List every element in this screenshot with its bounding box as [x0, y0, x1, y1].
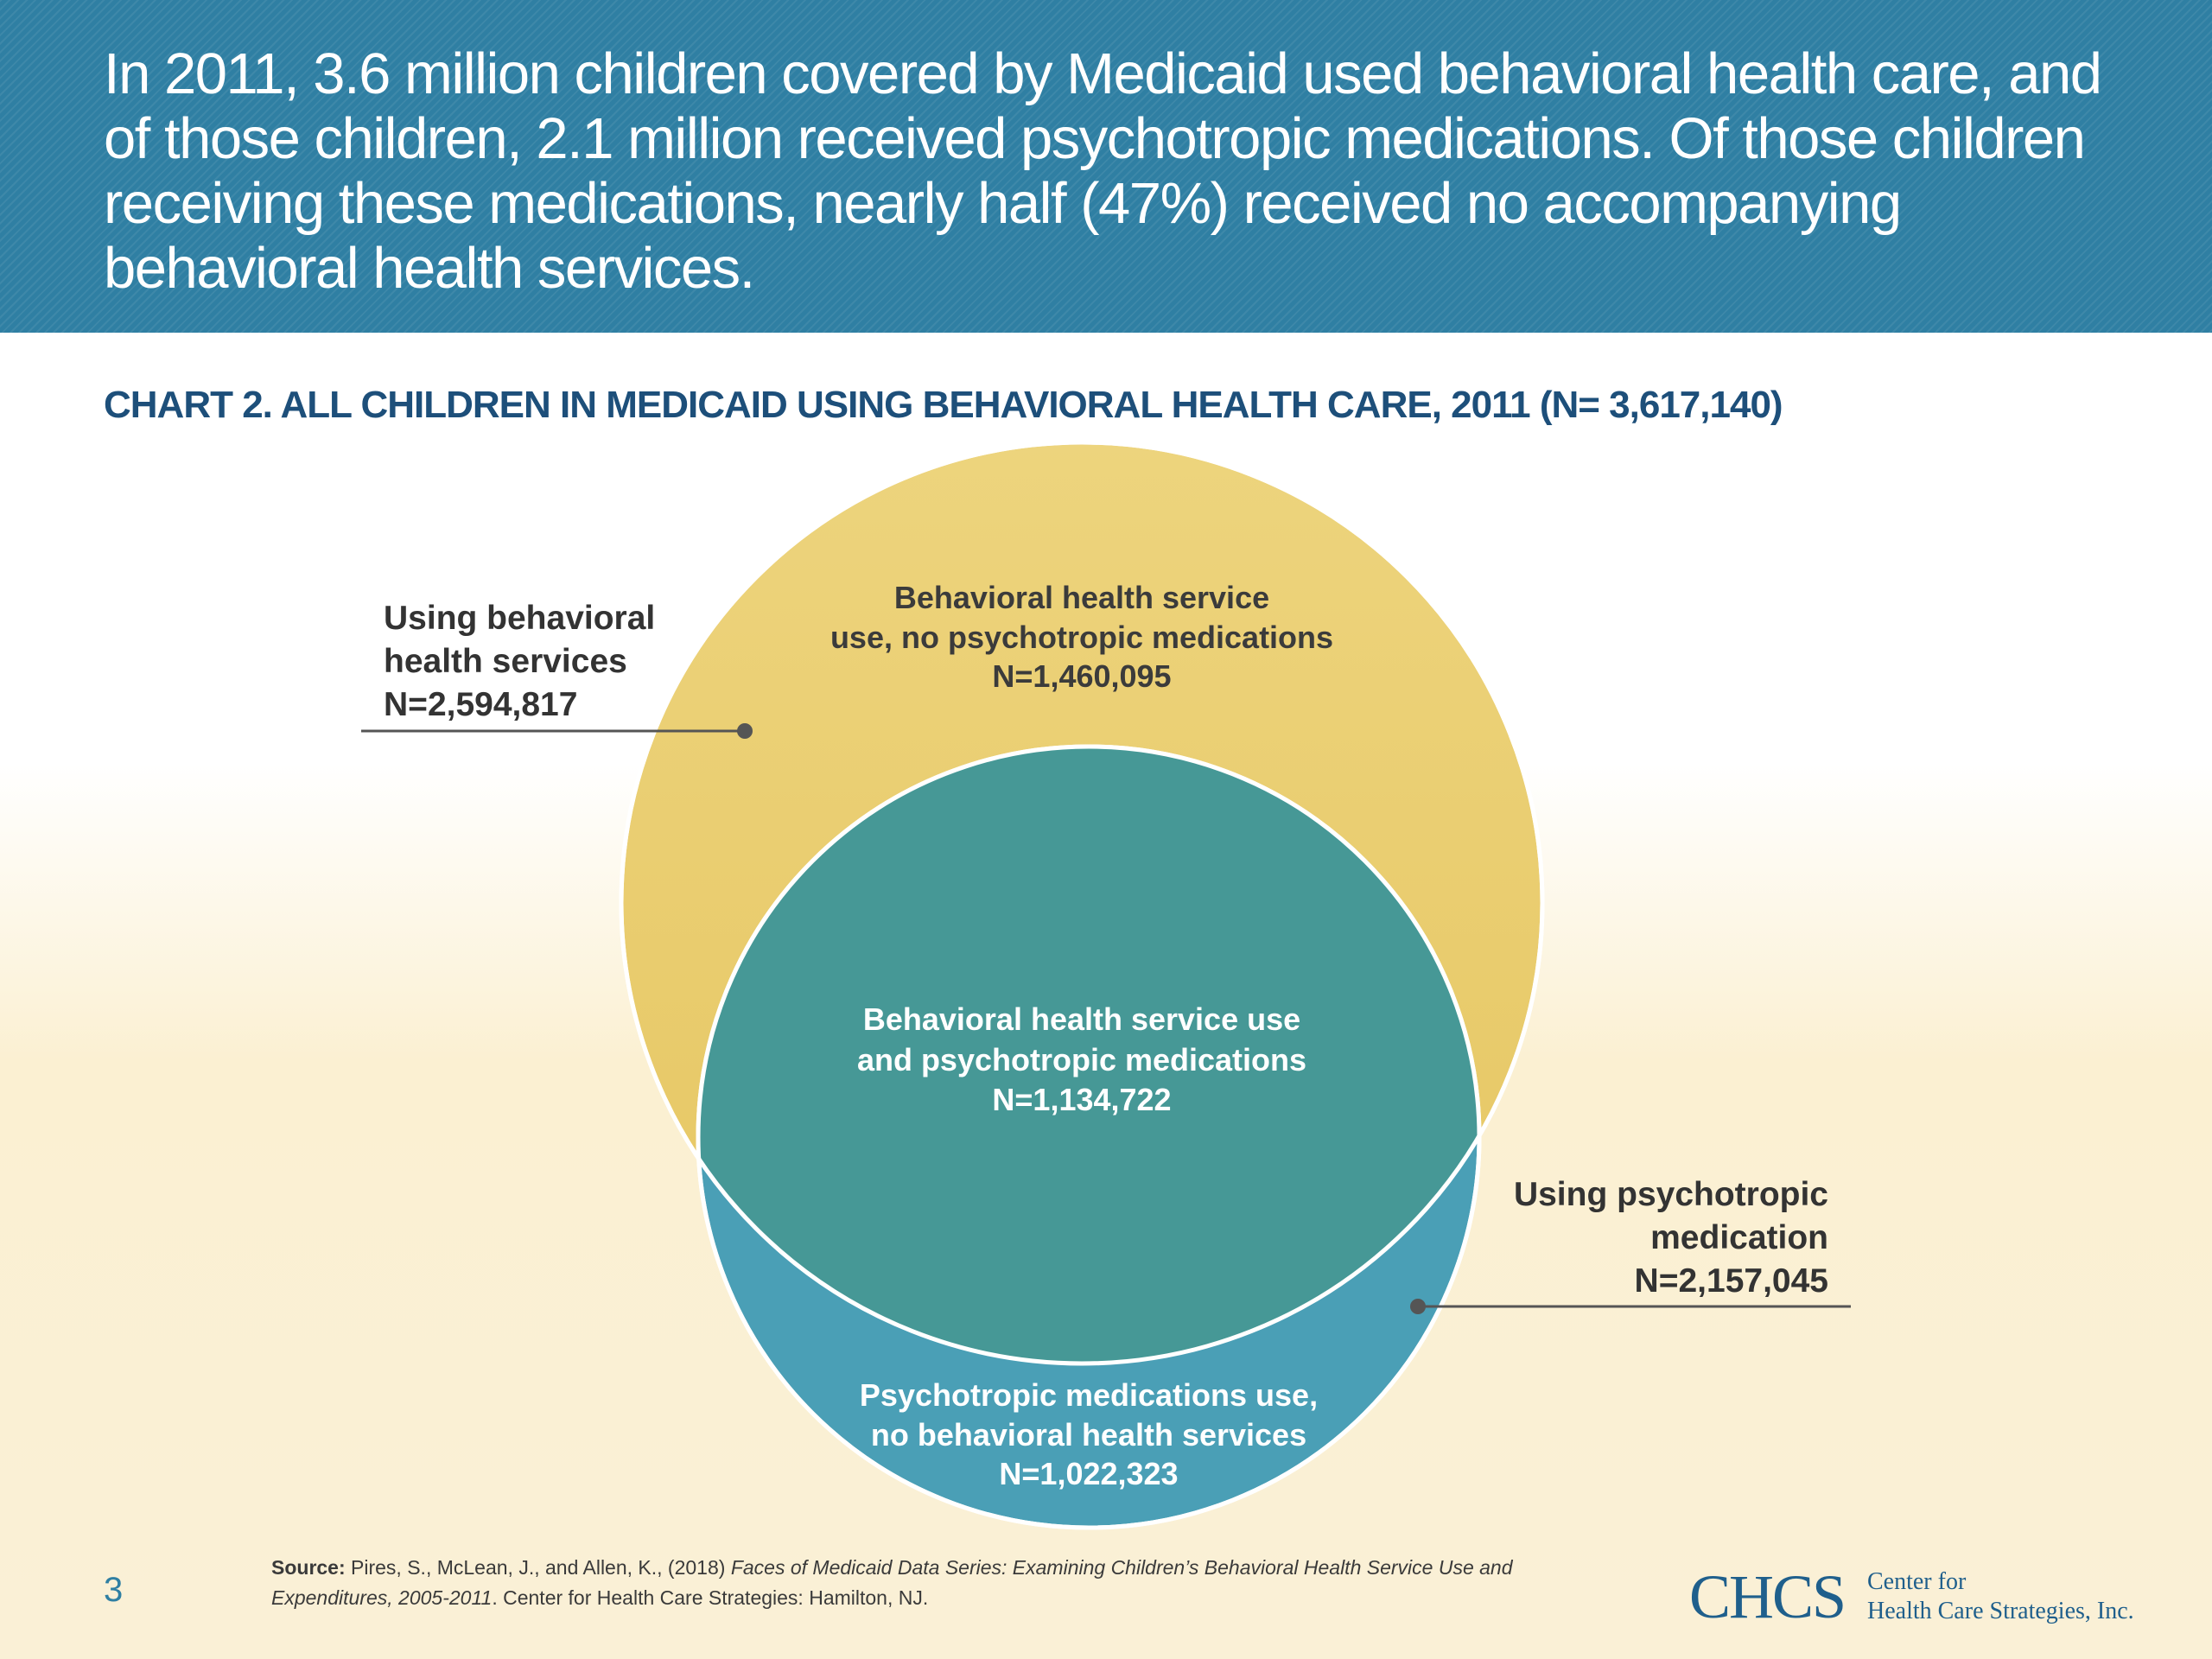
overlap-label: Behavioral health service use and psycho… [857, 1001, 1306, 1117]
source-publisher: . Center for Health Care Strategies: Ham… [492, 1586, 929, 1609]
callout-behavioral: Using behavioral health services N=2,594… [361, 600, 753, 739]
callout-psychotropic-count: N=2,157,045 [1635, 1262, 1828, 1300]
overlap-count: N=1,134,722 [992, 1082, 1171, 1117]
page-number: 3 [104, 1571, 124, 1609]
overlap-line1: Behavioral health service use [863, 1001, 1300, 1037]
header-banner: In 2011, 3.6 million children covered by… [0, 0, 2212, 333]
psychotropic-only-label: Psychotropic medications use, no behavio… [860, 1377, 1318, 1491]
behavioral-only-line2: use, no psychotropic medications [830, 620, 1333, 655]
source-citation: Source: Pires, S., McLean, J., and Allen… [271, 1553, 1637, 1613]
callout-behavioral-line1: Using behavioral [384, 600, 655, 637]
logo-line2: Health Care Strategies, Inc. [1867, 1598, 2134, 1624]
behavioral-only-line1: Behavioral health service [894, 580, 1269, 615]
source-authors: Pires, S., McLean, J., and Allen, K., (2… [345, 1556, 731, 1579]
chart-title: CHART 2. ALL CHILDREN IN MEDICAID USING … [104, 384, 1783, 426]
callout-psychotropic: Using psychotropic medication N=2,157,04… [1410, 1176, 1851, 1314]
callout-psychotropic-dot [1410, 1299, 1426, 1314]
chcs-logo: CHCS Center for Health Care Strategies, … [1689, 1562, 2139, 1631]
callout-psychotropic-line2: medication [1650, 1219, 1828, 1256]
logo-line1: Center for [1867, 1568, 1967, 1595]
callout-behavioral-dot [737, 723, 753, 739]
banner-headline: In 2011, 3.6 million children covered by… [104, 41, 2102, 301]
overlap-line2: and psychotropic medications [857, 1042, 1306, 1077]
behavioral-only-label: Behavioral health service use, no psycho… [830, 580, 1333, 694]
logo-subtitle: Center for Health Care Strategies, Inc. [1867, 1567, 2144, 1626]
callout-behavioral-line2: health services [384, 643, 627, 680]
psychotropic-circle-outline [696, 744, 1482, 1530]
logo-mark: CHCS [1689, 1562, 1847, 1631]
source-title: Faces of Medicaid Data Series: Examining… [271, 1556, 1513, 1609]
behavioral-only-count: N=1,460,095 [992, 658, 1171, 694]
source-label: Source: [271, 1556, 346, 1579]
behavioral-circle-outline [619, 440, 1545, 1366]
callout-behavioral-count: N=2,594,817 [384, 686, 577, 723]
psychotropic-only-line2: no behavioral health services [871, 1417, 1306, 1452]
psychotropic-only-count: N=1,022,323 [999, 1456, 1178, 1491]
psychotropic-only-line1: Psychotropic medications use, [860, 1377, 1318, 1413]
callout-psychotropic-line1: Using psychotropic [1514, 1176, 1828, 1213]
